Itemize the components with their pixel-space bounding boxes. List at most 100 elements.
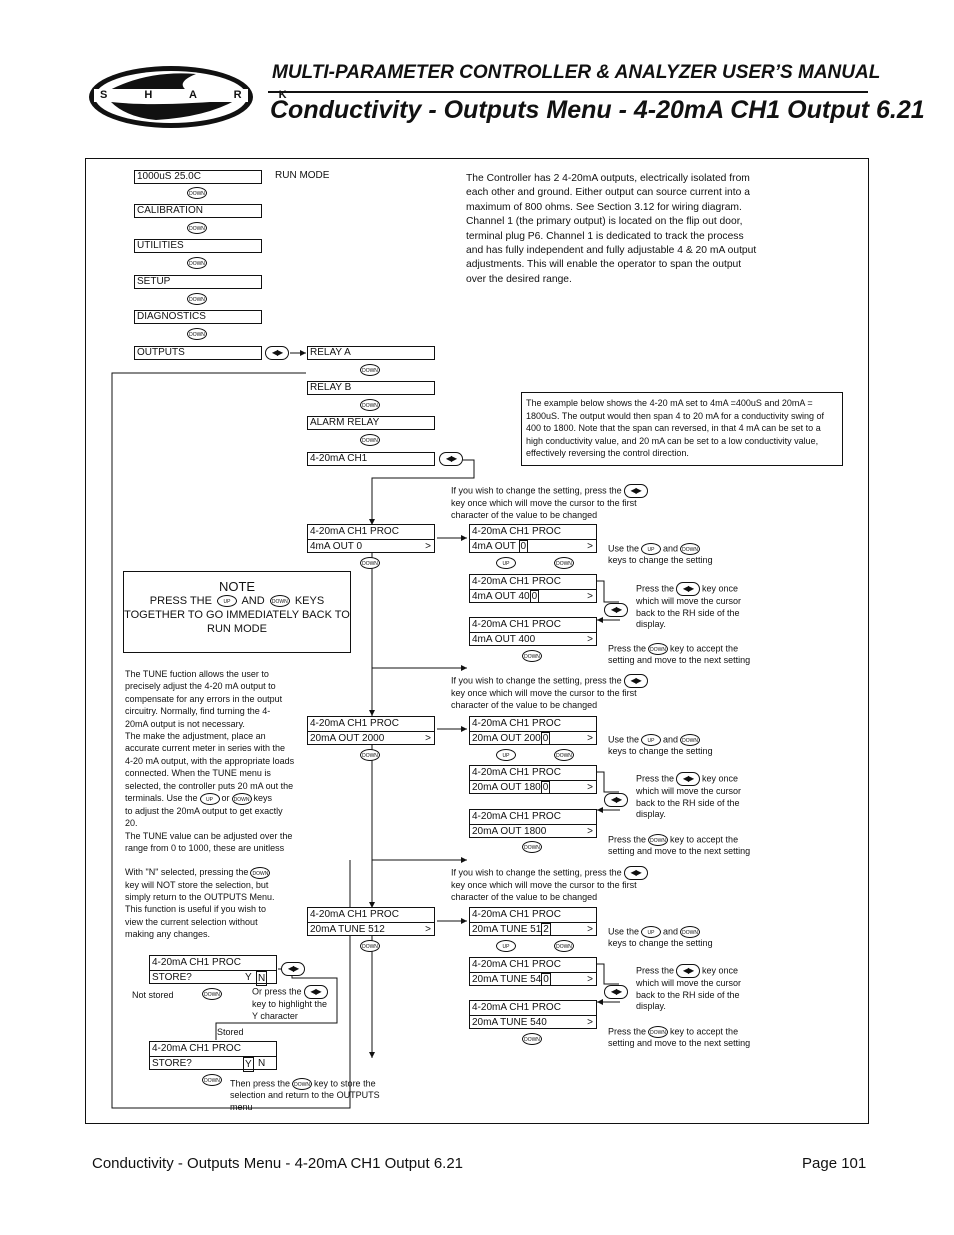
- enter-key-icon[interactable]: ◀▶: [623, 674, 648, 688]
- help-move-cursor-4ma: Press the◀▶key once which will move the …: [636, 582, 742, 629]
- down-key-icon[interactable]: DOWN: [269, 595, 290, 608]
- note-line-1: PRESS THE UP AND DOWN KEYS: [149, 595, 325, 608]
- lcd-setup: SETUP: [134, 275, 262, 289]
- lcd-4ma-accept: 4-20mA CH1 PROC 4mA OUT 400>: [469, 617, 597, 646]
- up-key-icon[interactable]: UP: [641, 926, 662, 938]
- down-key-icon[interactable]: DOWN: [250, 866, 271, 879]
- down-key-icon[interactable]: DOWN: [202, 1074, 222, 1086]
- lcd-relay-a: RELAY A: [307, 346, 435, 360]
- up-key-icon[interactable]: UP: [496, 940, 516, 952]
- page-title: Conductivity - Outputs Menu - 4-20mA CH1…: [270, 96, 925, 124]
- lcd-20ma-out: 4-20mA CH1 PROC 20mA OUT 2000>: [307, 716, 435, 745]
- down-key-icon[interactable]: DOWN: [522, 650, 542, 662]
- lcd-4-20ma-ch1: 4-20mA CH1: [307, 452, 435, 466]
- down-key-icon[interactable]: DOWN: [187, 257, 207, 269]
- down-key-icon[interactable]: DOWN: [187, 328, 207, 340]
- enter-key-icon[interactable]: ◀▶: [623, 484, 648, 498]
- lcd-4ma-out: 4-20mA CH1 PROC 4mA OUT 0>: [307, 524, 435, 553]
- enter-key-icon[interactable]: ◀▶: [265, 346, 289, 360]
- help-change-tune: If you wish to change the setting, press…: [451, 866, 691, 903]
- enter-key-icon[interactable]: ◀▶: [303, 985, 328, 999]
- down-key-icon[interactable]: DOWN: [680, 543, 701, 555]
- down-key-icon[interactable]: DOWN: [522, 841, 542, 853]
- down-key-icon[interactable]: DOWN: [360, 364, 380, 376]
- not-stored-label: Not stored: [132, 990, 174, 1000]
- enter-key-icon[interactable]: ◀▶: [604, 793, 628, 807]
- logo-text: S H A R K: [100, 89, 304, 101]
- down-key-icon[interactable]: DOWN: [680, 926, 701, 938]
- enter-key-icon[interactable]: ◀▶: [281, 962, 305, 976]
- up-key-icon[interactable]: UP: [496, 557, 516, 569]
- help-move-cursor-tune: Press the◀▶key once which will move the …: [636, 964, 742, 1011]
- down-key-icon[interactable]: DOWN: [187, 293, 207, 305]
- up-key-icon[interactable]: UP: [496, 749, 516, 761]
- enter-key-icon[interactable]: ◀▶: [623, 866, 648, 880]
- lcd-outputs: OUTPUTS: [134, 346, 262, 360]
- enter-key-icon[interactable]: ◀▶: [604, 985, 628, 999]
- down-key-icon[interactable]: DOWN: [680, 734, 701, 746]
- enter-key-icon[interactable]: ◀▶: [676, 964, 701, 978]
- down-key-icon[interactable]: DOWN: [231, 792, 252, 805]
- lcd-diagnostics: DIAGNOSTICS: [134, 310, 262, 324]
- lcd-tune-accept: 4-20mA CH1 PROC 20mA TUNE 540>: [469, 1000, 597, 1029]
- down-key-icon[interactable]: DOWN: [554, 557, 574, 569]
- down-key-icon[interactable]: DOWN: [360, 749, 380, 761]
- up-key-icon[interactable]: UP: [199, 792, 220, 805]
- lcd-run-mode: 1000uS 25.0C: [134, 170, 262, 184]
- lcd-relay-b: RELAY B: [307, 381, 435, 395]
- down-key-icon[interactable]: DOWN: [648, 643, 669, 655]
- help-change-20ma: If you wish to change the setting, press…: [451, 674, 691, 711]
- enter-key-icon[interactable]: ◀▶: [676, 772, 701, 786]
- down-key-icon[interactable]: DOWN: [648, 1026, 669, 1038]
- tune-explanation: The TUNE fuction allows the user to prec…: [125, 669, 295, 853]
- note-line-3: RUN MODE: [207, 623, 267, 635]
- up-key-icon[interactable]: UP: [217, 595, 238, 608]
- down-key-icon[interactable]: DOWN: [554, 940, 574, 952]
- manual-title: MULTI-PARAMETER CONTROLLER & ANALYZER US…: [272, 62, 881, 83]
- enter-key-icon[interactable]: ◀▶: [439, 452, 463, 466]
- note-title: NOTE: [218, 579, 256, 594]
- lcd-utilities: UTILITIES: [134, 239, 262, 253]
- example-box: The example below shows the 4-20 mA set …: [521, 392, 843, 466]
- note-box: NOTE PRESS THE UP AND DOWN KEYS TOGETHER…: [123, 571, 351, 653]
- down-key-icon[interactable]: DOWN: [522, 1033, 542, 1045]
- up-key-icon[interactable]: UP: [641, 543, 662, 555]
- down-key-icon[interactable]: DOWN: [292, 1078, 313, 1090]
- note-line-2: TOGETHER TO GO IMMEDIATELY BACK TO: [124, 609, 350, 621]
- down-key-icon[interactable]: DOWN: [187, 187, 207, 199]
- lcd-4ma-edit-1: 4-20mA CH1 PROC 4mA OUT 0>: [469, 524, 597, 553]
- down-key-icon[interactable]: DOWN: [360, 557, 380, 569]
- enter-key-icon[interactable]: ◀▶: [676, 582, 701, 596]
- down-key-icon[interactable]: DOWN: [360, 434, 380, 446]
- lcd-tune: 4-20mA CH1 PROC 20mA TUNE 512>: [307, 907, 435, 936]
- intro-paragraph: The Controller has 2 4-20mA outputs, ele…: [466, 173, 757, 285]
- down-key-icon[interactable]: DOWN: [360, 399, 380, 411]
- footer-title: Conductivity - Outputs Menu - 4-20mA CH1…: [92, 1155, 464, 1172]
- down-key-icon[interactable]: DOWN: [360, 940, 380, 952]
- down-key-icon[interactable]: DOWN: [554, 749, 574, 761]
- lcd-20ma-accept: 4-20mA CH1 PROC 20mA OUT 1800>: [469, 809, 597, 838]
- enter-key-icon[interactable]: ◀▶: [604, 603, 628, 617]
- help-change-4ma: If you wish to change the setting, press…: [451, 484, 691, 521]
- down-key-icon[interactable]: DOWN: [187, 222, 207, 234]
- lcd-calibration: CALIBRATION: [134, 204, 262, 218]
- diagram-frame: [85, 158, 869, 1124]
- down-key-icon[interactable]: DOWN: [202, 988, 222, 1000]
- help-move-cursor-20ma: Press the◀▶key once which will move the …: [636, 772, 742, 819]
- down-key-icon[interactable]: DOWN: [648, 834, 669, 846]
- page-number: Page 101: [802, 1155, 867, 1172]
- up-key-icon[interactable]: UP: [641, 734, 662, 746]
